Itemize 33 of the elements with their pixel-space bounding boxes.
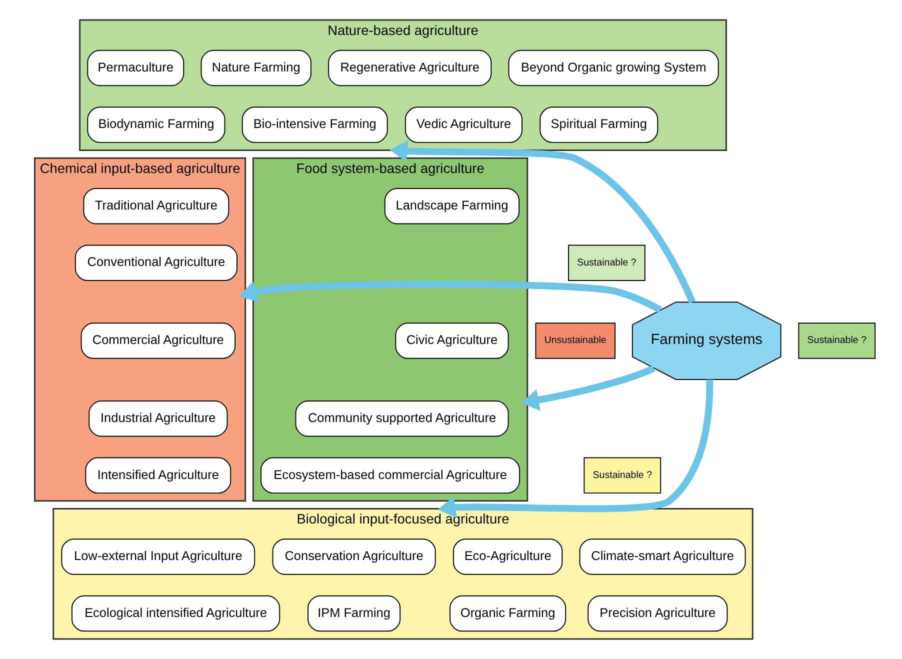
- node-box: Industrial Agriculture: [88, 400, 228, 437]
- node-box: Permaculture: [87, 50, 184, 86]
- node-box: Low-external Input Agriculture: [61, 538, 256, 575]
- node-box: Sustainable ?: [568, 244, 646, 282]
- node-box: Conservation Agriculture: [272, 538, 436, 575]
- node-box: Civic Agriculture: [395, 322, 509, 359]
- node-box: Organic Farming: [450, 595, 566, 632]
- arrow: [438, 380, 714, 518]
- node-box: Beyond Organic growing System: [508, 50, 719, 86]
- node-box: Spiritual Farming: [540, 106, 658, 143]
- node-box: Bio-intensive Farming: [242, 106, 388, 143]
- node-box: Sustainable ?: [798, 322, 876, 359]
- node-box: Ecosystem-based commercial Agriculture: [260, 457, 520, 494]
- node-box: IPM Farming: [308, 595, 401, 632]
- arrow: [520, 365, 656, 411]
- node-box: Sustainable ?: [584, 457, 662, 494]
- node-box: Ecological intensified Agriculture: [71, 595, 280, 632]
- node-box: Conventional Agriculture: [74, 244, 238, 282]
- node-box: Intensified Agriculture: [85, 457, 232, 494]
- node-box: Climate-smart Agriculture: [579, 538, 746, 575]
- node-box: Traditional Agriculture: [83, 188, 230, 224]
- arrow: [239, 280, 662, 313]
- node-box: Commercial Agriculture: [80, 322, 236, 359]
- node-box: Landscape Farming: [384, 188, 520, 224]
- node-box: Eco-Agriculture: [452, 538, 563, 575]
- node-box: Regenerative Agriculture: [328, 50, 492, 86]
- node-box: Community supported Agriculture: [295, 400, 509, 437]
- arrow: [390, 140, 696, 304]
- node-box: Precision Agriculture: [588, 595, 728, 632]
- node-box: Vedic Agriculture: [404, 106, 522, 143]
- node-box: Nature Farming: [200, 50, 312, 86]
- node-box: Biodynamic Farming: [87, 106, 226, 143]
- node-box: Unsustainable: [535, 322, 616, 359]
